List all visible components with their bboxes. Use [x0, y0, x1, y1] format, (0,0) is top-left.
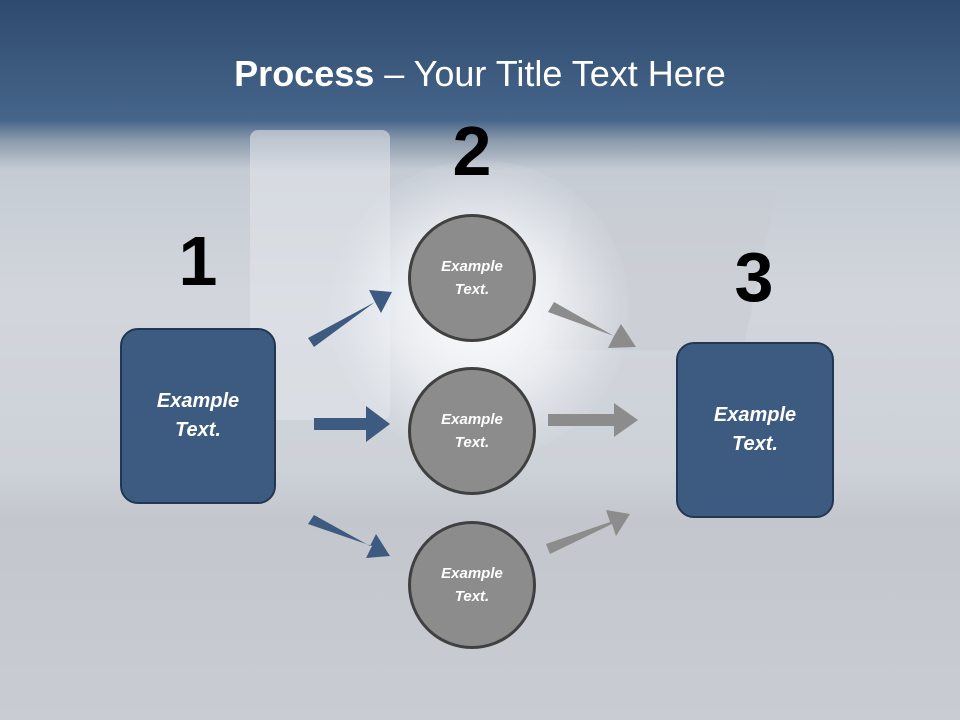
circle-top: Example Text.: [408, 214, 536, 342]
step-number-1: 1: [178, 222, 218, 300]
page-title: Process – Your Title Text Here: [0, 52, 960, 96]
arrow-top-to-right: [548, 302, 636, 348]
step-number-3: 3: [734, 238, 774, 316]
arrow-bottom-to-right: [546, 510, 630, 554]
right-arrows: [546, 302, 638, 554]
arrow-left-to-bottom: [308, 515, 390, 558]
left-process-box: Example Text.: [120, 328, 276, 504]
arrow-left-to-middle: [314, 406, 390, 442]
arrow-left-to-top: [308, 290, 392, 347]
title-rest: – Your Title Text Here: [374, 53, 726, 94]
left-arrows: [308, 290, 392, 558]
arrow-middle-to-right: [548, 403, 638, 437]
title-bold: Process: [234, 53, 375, 94]
circle-bottom: Example Text.: [408, 521, 536, 649]
step-number-2: 2: [452, 112, 492, 190]
circle-middle: Example Text.: [408, 367, 536, 495]
right-process-box: Example Text.: [676, 342, 834, 518]
